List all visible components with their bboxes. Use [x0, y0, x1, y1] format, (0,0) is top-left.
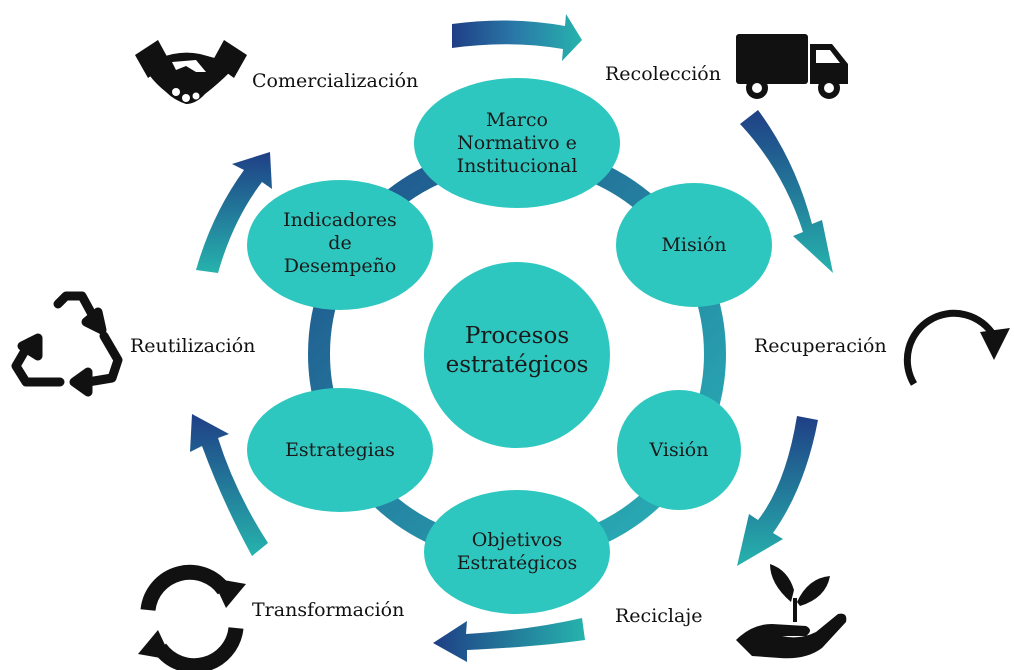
node-marco-line2: Normativo e: [457, 132, 577, 154]
node-indicadores-line2: de: [328, 232, 351, 254]
arrow-top: [452, 14, 582, 61]
label-recuperacion: Recuperación: [754, 335, 887, 357]
label-reciclaje: Reciclaje: [615, 605, 702, 627]
node-mision: Misión: [616, 183, 772, 307]
node-indicadores-line3: Desempeño: [284, 255, 397, 277]
handshake-icon: [135, 40, 247, 104]
node-marco-normativo: Marco Normativo e Institucional: [414, 78, 620, 208]
center-node: Procesos estratégicos: [424, 262, 610, 448]
refresh-icon: [138, 564, 246, 670]
arrow-right-upper: [740, 110, 833, 273]
node-mision-label: Misión: [661, 234, 726, 256]
recycle-icon: [11, 291, 123, 397]
node-estrategias-label: Estrategias: [285, 439, 395, 461]
node-objetivos-line1: Objetivos: [472, 529, 563, 551]
plant-in-hand-icon: [736, 564, 847, 659]
label-recoleccion: Recolección: [605, 63, 721, 85]
node-vision-label: Visión: [649, 439, 709, 461]
label-reutilizacion: Reutilización: [130, 335, 255, 357]
center-label-line2: estratégicos: [446, 352, 589, 378]
node-indicadores-line1: Indicadores: [283, 209, 397, 231]
arrow-bottom: [433, 618, 585, 662]
label-comercializacion: Comercialización: [252, 70, 418, 92]
node-objetivos-line2: Estratégicos: [457, 552, 578, 574]
truck-icon: [736, 34, 848, 99]
node-vision: Visión: [617, 390, 741, 510]
node-marco-line3: Institucional: [457, 155, 578, 177]
node-objetivos: Objetivos Estratégicos: [424, 490, 610, 614]
arrow-left-upper: [196, 152, 272, 273]
node-marco-line1: Marco: [486, 109, 548, 131]
clockwise-arrow-icon: [903, 309, 1010, 386]
center-label-line1: Procesos: [465, 323, 569, 349]
node-indicadores: Indicadores de Desempeño: [247, 180, 433, 310]
label-transformacion: Transformación: [252, 599, 404, 621]
node-estrategias: Estrategias: [247, 388, 433, 512]
arrow-right-lower: [737, 416, 818, 566]
arrow-left-lower: [190, 414, 268, 556]
